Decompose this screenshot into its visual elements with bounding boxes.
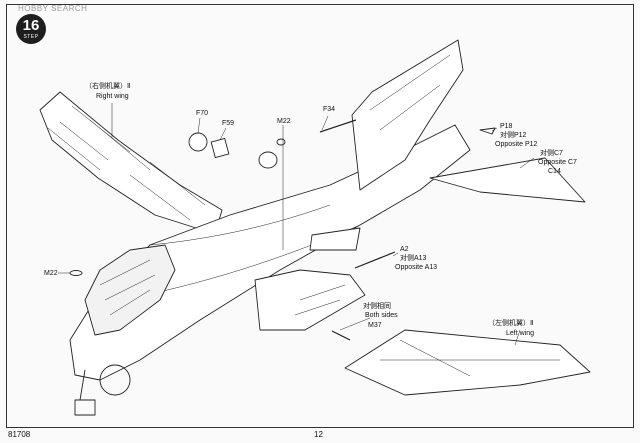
horizontal-stabilizer xyxy=(429,157,586,203)
part-m22-left xyxy=(69,270,83,276)
part-f59 xyxy=(210,138,230,158)
step-badge: 16 STEP xyxy=(16,14,46,44)
label-m37: M37 xyxy=(368,322,382,329)
label-c7: 对侧C7 xyxy=(540,150,563,157)
part-panel xyxy=(309,227,361,251)
label-both-sides-en: Both sides xyxy=(365,312,398,319)
page-number: 12 xyxy=(314,430,323,439)
label-p12-cn: 对侧P12 xyxy=(500,132,527,139)
step-word: STEP xyxy=(23,34,39,40)
step-number: 16 xyxy=(22,17,40,34)
part-m22-top xyxy=(276,138,286,146)
left-wing-label-cn: （左侧机翼）Ⅱ xyxy=(488,320,534,327)
part-engine-cover xyxy=(258,151,278,169)
right-wing-label-en: Right wing xyxy=(96,93,129,100)
part-f34 xyxy=(319,119,357,133)
label-p18: P18 xyxy=(500,123,513,130)
nose-gear xyxy=(74,369,96,416)
label-a2: A2 xyxy=(400,246,409,253)
left-wing xyxy=(344,329,591,396)
label-a13-cn: 对侧A13 xyxy=(400,255,427,262)
leader-lines xyxy=(58,103,535,346)
right-wing-label-cn: （右侧机翼）Ⅱ xyxy=(85,83,131,90)
label-f34: F34 xyxy=(323,106,336,113)
label-c7-en: Opposite C7 xyxy=(538,159,577,166)
vertical-tail xyxy=(351,39,464,191)
cockpit xyxy=(84,244,176,336)
label-p12-en: Opposite P12 xyxy=(495,141,538,148)
right-wing xyxy=(39,91,223,235)
label-both-sides-cn: 对侧相同 xyxy=(363,303,391,310)
watermark-logo: HOBBY SEARCH xyxy=(18,4,88,13)
part-a2 xyxy=(354,251,396,269)
label-f59: F59 xyxy=(222,120,235,127)
main-wheel xyxy=(99,364,131,396)
label-m22-left: M22 xyxy=(44,270,58,277)
footer-code: 81708 xyxy=(8,430,31,439)
label-c14: C14 xyxy=(548,168,561,175)
wing-root-panel xyxy=(254,269,366,331)
label-f70: F70 xyxy=(196,110,209,117)
page-border xyxy=(6,4,634,428)
left-wing-label-en: Left wing xyxy=(506,330,535,337)
label-m22-top: M22 xyxy=(277,118,291,125)
label-a13-en: Opposite A13 xyxy=(395,264,438,271)
part-p18 xyxy=(479,127,496,135)
part-f70 xyxy=(188,132,208,152)
fuselage xyxy=(69,124,471,381)
part-m37 xyxy=(331,330,351,341)
